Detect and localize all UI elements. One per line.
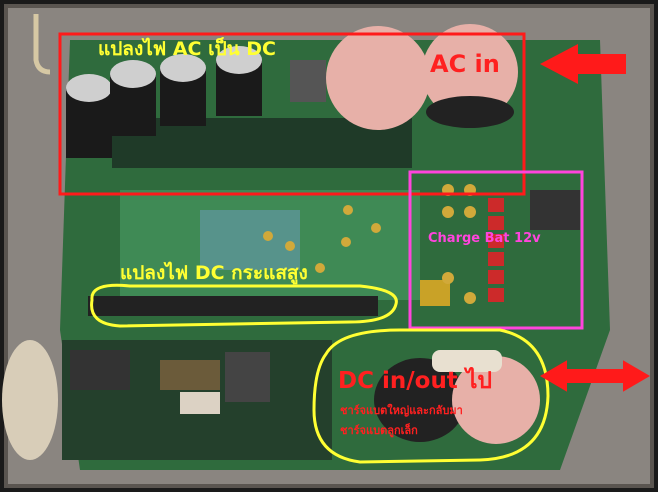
dc-io-loop	[312, 328, 550, 464]
high-current-loop	[90, 283, 398, 328]
charge-box	[408, 170, 584, 330]
ac-dc-box	[58, 32, 526, 196]
dc-note-line1: ชาร์จแบตใหญ่และกลับมา	[340, 404, 463, 417]
charge-bat-label: Charge Bat 12v	[428, 231, 541, 246]
ac-to-dc-label: แปลงไฟ AC เป็น DC	[98, 38, 276, 60]
ac-in-label: AC in	[430, 50, 500, 78]
high-current-dc-label: แปลงไฟ DC กระแสสูง	[120, 262, 308, 284]
capacitor-bank	[66, 46, 262, 158]
dc-note-line2: ชาร์จแบตลูกเล็ก	[340, 424, 418, 437]
dc-in-out-label: DC in/out ไป	[338, 368, 492, 394]
ac-in-arrow-icon	[540, 44, 626, 84]
dc-io-arrow-icon	[540, 360, 650, 392]
